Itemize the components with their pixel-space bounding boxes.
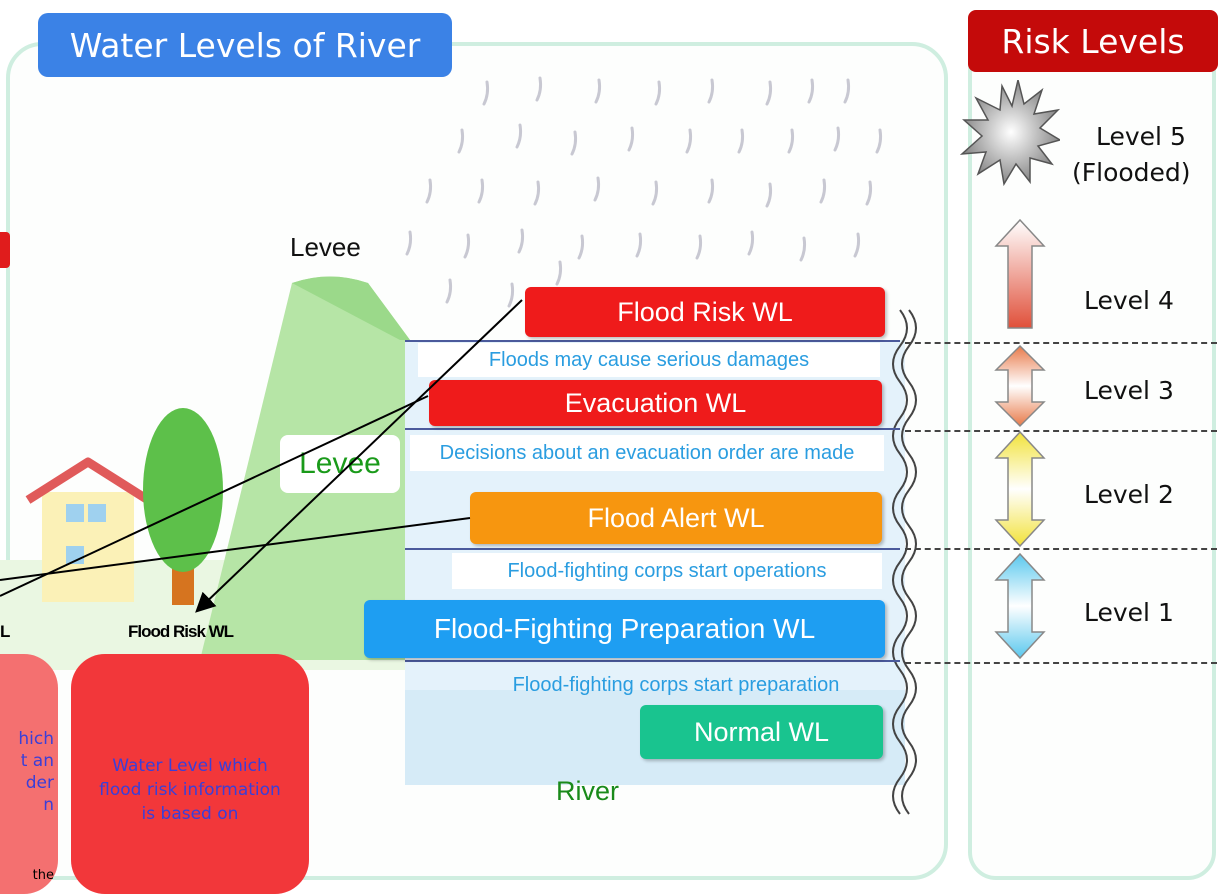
risk-divider-2 xyxy=(905,430,1217,432)
callout-line-1: hich xyxy=(18,729,54,749)
river-label: River xyxy=(556,776,620,806)
preparation-wl-box: Flood-Fighting Preparation WL xyxy=(364,600,885,658)
levee-top-label: Levee xyxy=(290,232,361,262)
level-5-label: Level 5 xyxy=(1096,122,1186,151)
level-3-label: Level 3 xyxy=(1084,376,1174,405)
normal-wl-box: Normal WL xyxy=(640,705,883,759)
evacuation-line xyxy=(405,428,900,430)
level-2-label: Level 2 xyxy=(1084,480,1174,509)
risk-arrows xyxy=(960,80,1060,660)
level-4-label: Level 4 xyxy=(1084,286,1174,315)
flooded-burst-icon xyxy=(960,80,1060,187)
cut-label-box xyxy=(0,232,10,268)
level-3-arrow-icon xyxy=(994,344,1046,428)
cut-wl-label: L xyxy=(0,622,11,641)
flood-risk-line xyxy=(405,340,900,342)
level-1-label: Level 1 xyxy=(1084,598,1174,627)
risk-divider-3 xyxy=(905,548,1217,550)
flood-alert-description: Flood-fighting corps start operations xyxy=(452,553,882,589)
risk-title: Risk Levels xyxy=(968,10,1218,72)
preparation-description: Flood-fighting corps start preparation xyxy=(512,673,840,696)
flood-risk-wl-label: Flood Risk WL xyxy=(128,622,234,641)
risk-divider-1 xyxy=(905,342,1217,344)
callout-line-bottom: the xyxy=(32,868,54,883)
flood-risk-callout-text: Water Level which flood risk information… xyxy=(99,756,281,824)
flood-risk-wl-box: Flood Risk WL xyxy=(525,287,885,337)
house-icon xyxy=(25,457,151,602)
risk-divider-4 xyxy=(905,662,1217,664)
flood-alert-line xyxy=(405,548,900,550)
callout-line-3: der xyxy=(25,773,54,793)
levee-label: Levee xyxy=(280,435,400,493)
main-title: Water Levels of River xyxy=(38,13,452,77)
rain-icon xyxy=(405,76,883,308)
level-1-arrow-icon xyxy=(994,552,1046,660)
flood-risk-description: Floods may cause serious damages xyxy=(418,343,880,377)
level-2-arrow-icon xyxy=(994,430,1046,548)
preparation-line xyxy=(405,660,900,662)
flood-alert-wl-box: Flood Alert WL xyxy=(470,492,882,544)
level-4-arrow-icon xyxy=(994,218,1046,329)
evacuation-description: Decisions about an evacuation order are … xyxy=(410,435,884,471)
callout-line-2: t an xyxy=(20,751,54,771)
flooded-label: (Flooded) xyxy=(1072,158,1191,187)
evacuation-callout: hich t an der n the xyxy=(0,654,58,894)
evacuation-wl-box: Evacuation WL xyxy=(429,380,882,426)
flood-risk-callout: Water Level which flood risk information… xyxy=(71,654,309,894)
callout-line-4: n xyxy=(43,795,54,815)
